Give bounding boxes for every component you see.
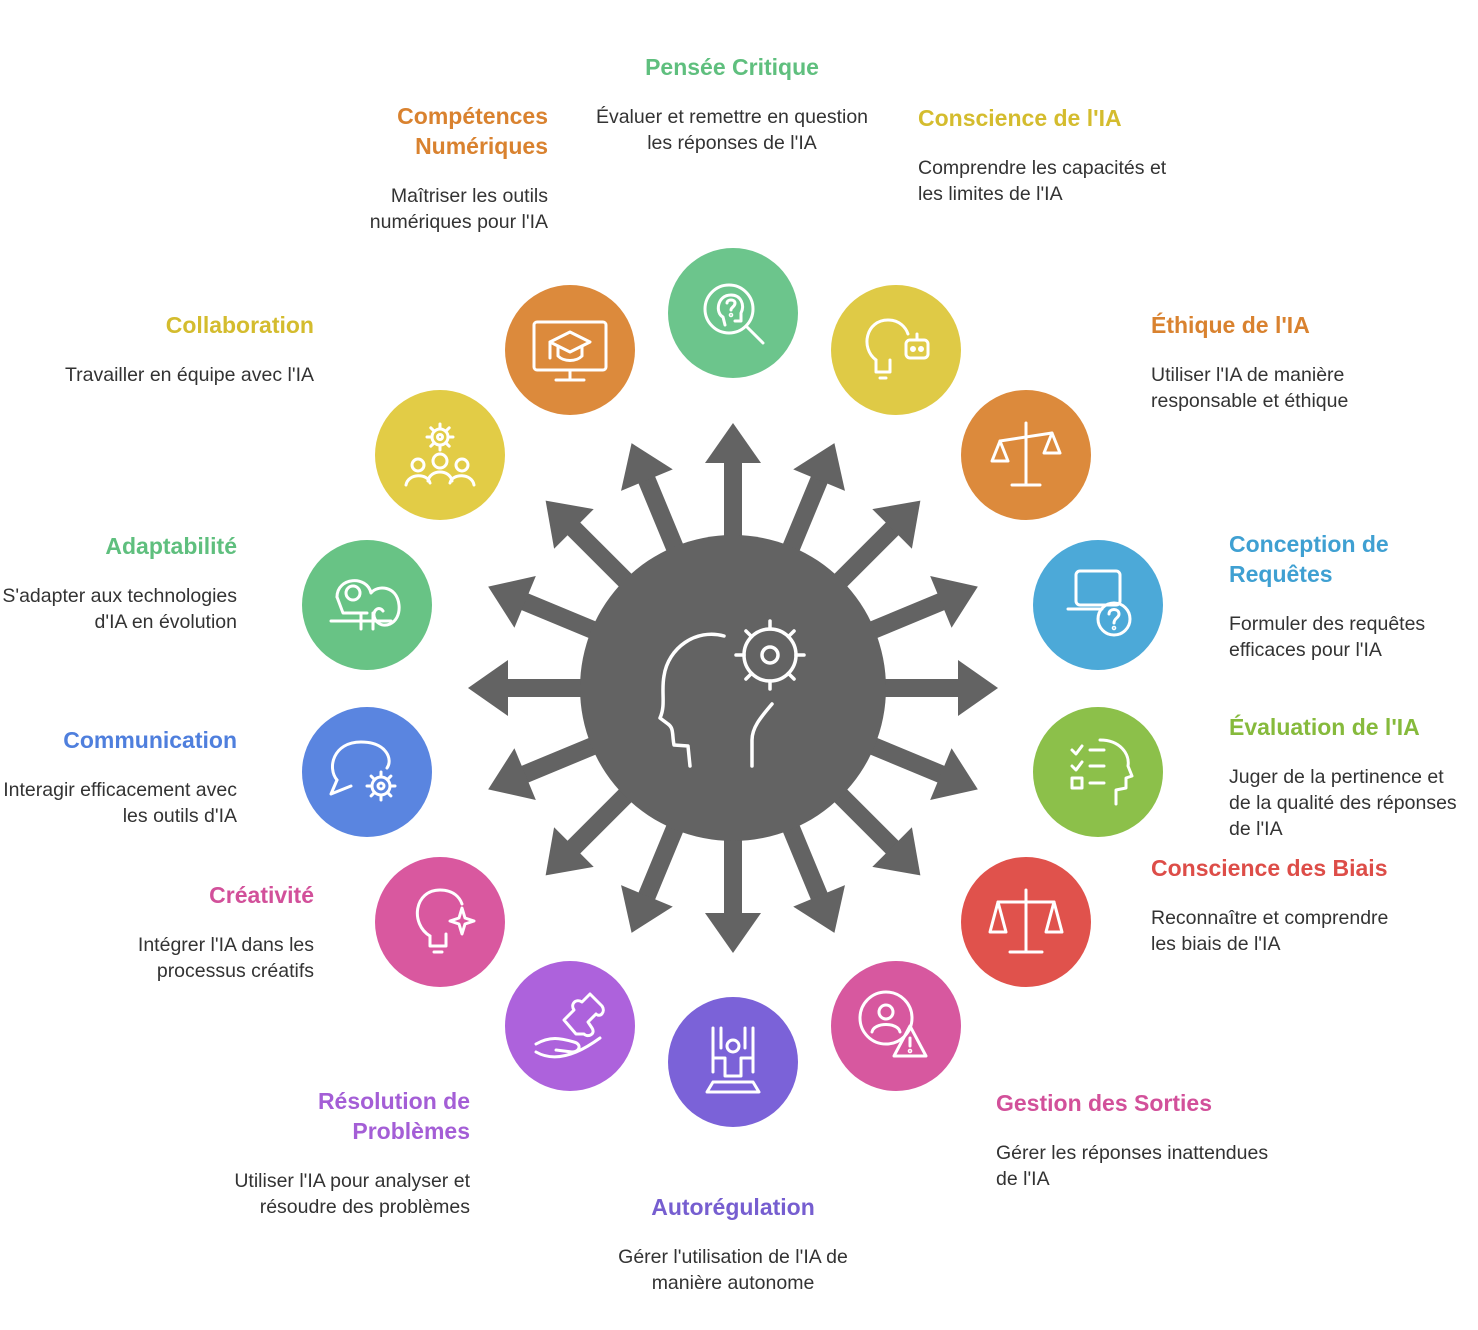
skill-nodes	[302, 248, 1163, 1127]
skill-node-creativity	[375, 857, 505, 987]
arrow	[858, 733, 978, 800]
skill-node-critical-thinking	[668, 248, 798, 378]
head-question-magnifier-icon	[703, 283, 765, 345]
lightbulb-sparkle-icon	[415, 888, 476, 954]
team-gear-icon	[404, 422, 476, 487]
skill-node-query-design	[1033, 540, 1163, 670]
skill-node-self-regulation	[668, 997, 798, 1127]
skill-node-problem-solving	[505, 961, 635, 1091]
skill-description: Juger de la pertinence et de la qualité …	[1229, 766, 1457, 840]
arrow	[825, 500, 921, 596]
skill-description: Travailler en équipe avec l'IA	[64, 364, 314, 386]
skill-label-ethics: Éthique de l'IA Utiliser l'IA de manière …	[1151, 310, 1411, 414]
skill-node-ai-awareness	[831, 285, 961, 415]
skill-label-ai-evaluation: Évaluation de l'IA Juger de la pertinence…	[1229, 712, 1469, 842]
chat-gear-icon	[329, 740, 397, 802]
skill-description: Évaluer et remettre en question les répo…	[595, 106, 869, 154]
skill-title: Conscience des Biais	[1151, 855, 1388, 881]
skill-title: Éthique de l'IA	[1151, 312, 1310, 338]
skill-title: Résolution de Problèmes	[317, 1088, 470, 1144]
skill-label-ai-awareness: Conscience de l'IA Comprendre les capacit…	[918, 103, 1178, 207]
balance-scale-icon	[988, 888, 1064, 954]
skill-title: Créativité	[209, 882, 314, 908]
skill-node-bias	[961, 857, 1091, 987]
arrow	[825, 780, 921, 876]
arrow	[545, 500, 641, 596]
scales-icon	[990, 421, 1062, 487]
arrows-group	[468, 423, 998, 953]
laptop-question-icon	[1066, 569, 1132, 637]
skill-title: Gestion des Sorties	[996, 1090, 1213, 1116]
user-warning-icon	[858, 990, 928, 1058]
arrow	[488, 733, 608, 800]
skill-title: Conscience de l'IA	[918, 105, 1122, 131]
skill-description: Reconnaître et comprendre les biais de l…	[1151, 907, 1389, 955]
skill-description: Utiliser l'IA pour analyser et résoudre …	[234, 1170, 470, 1218]
skill-description: Intégrer l'IA dans les processus créatif…	[137, 934, 314, 982]
arrow	[705, 828, 761, 953]
head-gear-icon	[658, 619, 806, 768]
arrow	[621, 443, 688, 563]
skill-title: Pensée Critique	[645, 54, 819, 80]
skill-description: S'adapter aux technologies d'IA en évolu…	[2, 585, 237, 633]
chameleon-icon	[329, 579, 401, 631]
skill-node-ai-evaluation	[1033, 707, 1163, 837]
skill-description: Gérer l'utilisation de l'IA de manière a…	[618, 1246, 848, 1294]
skill-description: Maîtriser les outils numériques pour l'I…	[369, 185, 548, 233]
skill-description: Gérer les réponses inattendues de l'IA	[996, 1142, 1269, 1190]
head-checklist-icon	[1070, 738, 1134, 806]
skill-description: Comprendre les capacités et les limites …	[918, 157, 1167, 205]
skill-node-communication	[302, 707, 432, 837]
arrow	[873, 660, 998, 716]
arrow	[468, 660, 593, 716]
arrow	[705, 423, 761, 548]
skill-node-ethics	[961, 390, 1091, 520]
skill-description: Utiliser l'IA de manière responsable et …	[1151, 364, 1349, 412]
skill-title: Adaptabilité	[105, 533, 237, 559]
skill-title: Compétences Numériques	[397, 103, 548, 159]
arrow	[778, 813, 845, 933]
skill-node-digital-skills	[505, 285, 635, 415]
central-hub	[580, 535, 886, 841]
arrow	[545, 780, 641, 876]
lightbulb-robot-icon	[865, 318, 930, 380]
hand-puzzle-icon	[534, 992, 605, 1059]
skill-title: Autorégulation	[651, 1194, 815, 1220]
skill-description: Interagir efficacement avec les outils d…	[3, 779, 237, 827]
skill-node-adaptability	[302, 540, 432, 670]
skill-title: Conception de Requêtes	[1229, 531, 1389, 587]
arrow	[858, 576, 978, 643]
skill-title: Communication	[63, 727, 237, 753]
arrow	[778, 443, 845, 563]
skill-title: Évaluation de l'IA	[1229, 714, 1420, 740]
skill-node-outputs	[831, 961, 961, 1091]
skill-description: Formuler des requêtes efficaces pour l'I…	[1229, 613, 1426, 661]
person-swing-icon	[705, 1026, 761, 1094]
arrow	[488, 576, 608, 643]
monitor-graduation-icon	[532, 320, 608, 382]
skill-title: Collaboration	[165, 312, 314, 338]
skill-node-collaboration	[375, 390, 505, 520]
arrow	[621, 813, 688, 933]
